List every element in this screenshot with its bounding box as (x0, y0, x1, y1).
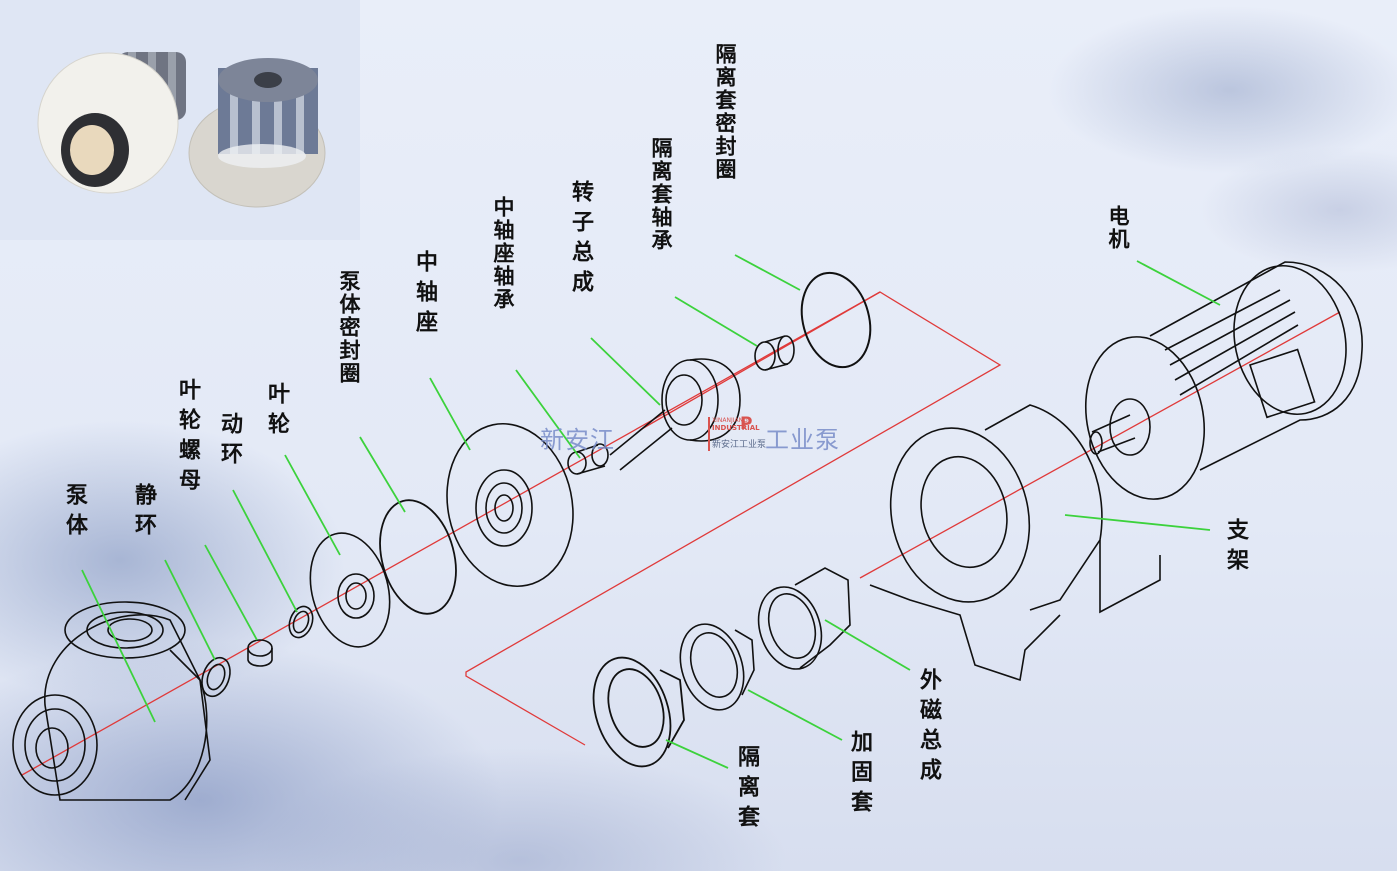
pump-body-drawing (12, 601, 211, 801)
logo-line2: INDUSTRIAL (712, 424, 760, 432)
logo-p: P (740, 414, 753, 434)
leader-impeller-nut (204, 544, 258, 641)
label-rotor-assembly: 转子总成 (568, 180, 594, 300)
label-pump-body: 泵体 (62, 483, 88, 543)
sleeve-bearing-drawing (754, 335, 795, 371)
leader-sleeve-seal (734, 254, 801, 291)
leader-reinforcing (747, 689, 843, 741)
leader-motor (1136, 260, 1221, 306)
leader-isolation (665, 739, 729, 769)
axis-path-main (21, 291, 1002, 776)
isolation-sleeve-drawing (592, 656, 685, 768)
label-motor: 电机 (1106, 205, 1131, 251)
label-reinforcing-sleeve: 加固套 (847, 730, 873, 820)
leader-outer-magnet (824, 619, 911, 671)
sleeve-seal-drawing (800, 271, 872, 369)
axis-lines (21, 291, 1341, 776)
leader-pump-seal (359, 436, 406, 513)
rotor-right (188, 58, 326, 208)
label-outer-magnet: 外磁总成 (916, 668, 942, 788)
axis-motor (859, 311, 1341, 579)
label-impeller: 叶轮 (264, 382, 290, 442)
logo-line1: XINANJIANG (712, 417, 748, 424)
leader-moving-ring (232, 489, 298, 613)
label-moving-ring: 动环 (217, 412, 243, 472)
label-static-ring: 静环 (131, 483, 157, 543)
bracket-drawing (869, 404, 1161, 682)
leader-middle-seat (429, 377, 471, 451)
leader-bracket (1064, 514, 1211, 531)
label-sleeve-bearing: 隔离套轴承 (649, 137, 674, 252)
axis-upper (639, 291, 881, 431)
impeller-nut-drawing (247, 639, 273, 667)
label-bracket: 支架 (1223, 518, 1249, 578)
outer-magnet-drawing (757, 567, 851, 670)
leader-rotor (590, 337, 661, 406)
leader-pump-body (81, 569, 156, 723)
moving-ring-drawing (288, 605, 314, 639)
company-logo: XINANJIANG INDUSTRIAL P 新安江工业泵 (706, 413, 766, 453)
label-pump-body-seal: 泵体密封圈 (337, 270, 362, 385)
rotor-assembly-drawing (609, 358, 741, 471)
label-isolation-sleeve: 隔离套 (734, 745, 760, 835)
leader-static-ring (164, 559, 216, 661)
watermark-right: 工业泵 (765, 426, 840, 454)
impeller-drawing (309, 532, 391, 648)
leader-lines (81, 254, 1221, 769)
leader-middle-bearing (515, 369, 581, 459)
logo-bar (708, 417, 710, 451)
label-impeller-nut: 叶轮螺母 (175, 378, 201, 498)
middle-seat-drawing (446, 422, 574, 588)
leader-impeller (284, 454, 341, 556)
leader-sleeve-bearing (674, 296, 758, 347)
rotor-left (37, 52, 186, 194)
pump-seal-drawing (379, 499, 457, 615)
label-middle-seat: 中轴座 (412, 250, 438, 340)
motor-drawing (1084, 261, 1363, 500)
static-ring-drawing (201, 656, 231, 698)
label-sleeve-seal: 隔离套密封圈 (713, 43, 738, 181)
watermark: 新安江 工业泵 (540, 420, 840, 455)
reinforcing-sleeve-drawing (679, 623, 755, 711)
middle-bearing-drawing (567, 443, 609, 475)
rotor-photo (0, 0, 360, 240)
label-middle-seat-bearing: 中轴座轴承 (491, 196, 516, 311)
logo-cn: 新安江工业泵 (712, 440, 767, 450)
watermark-left: 新安江 (540, 426, 615, 454)
